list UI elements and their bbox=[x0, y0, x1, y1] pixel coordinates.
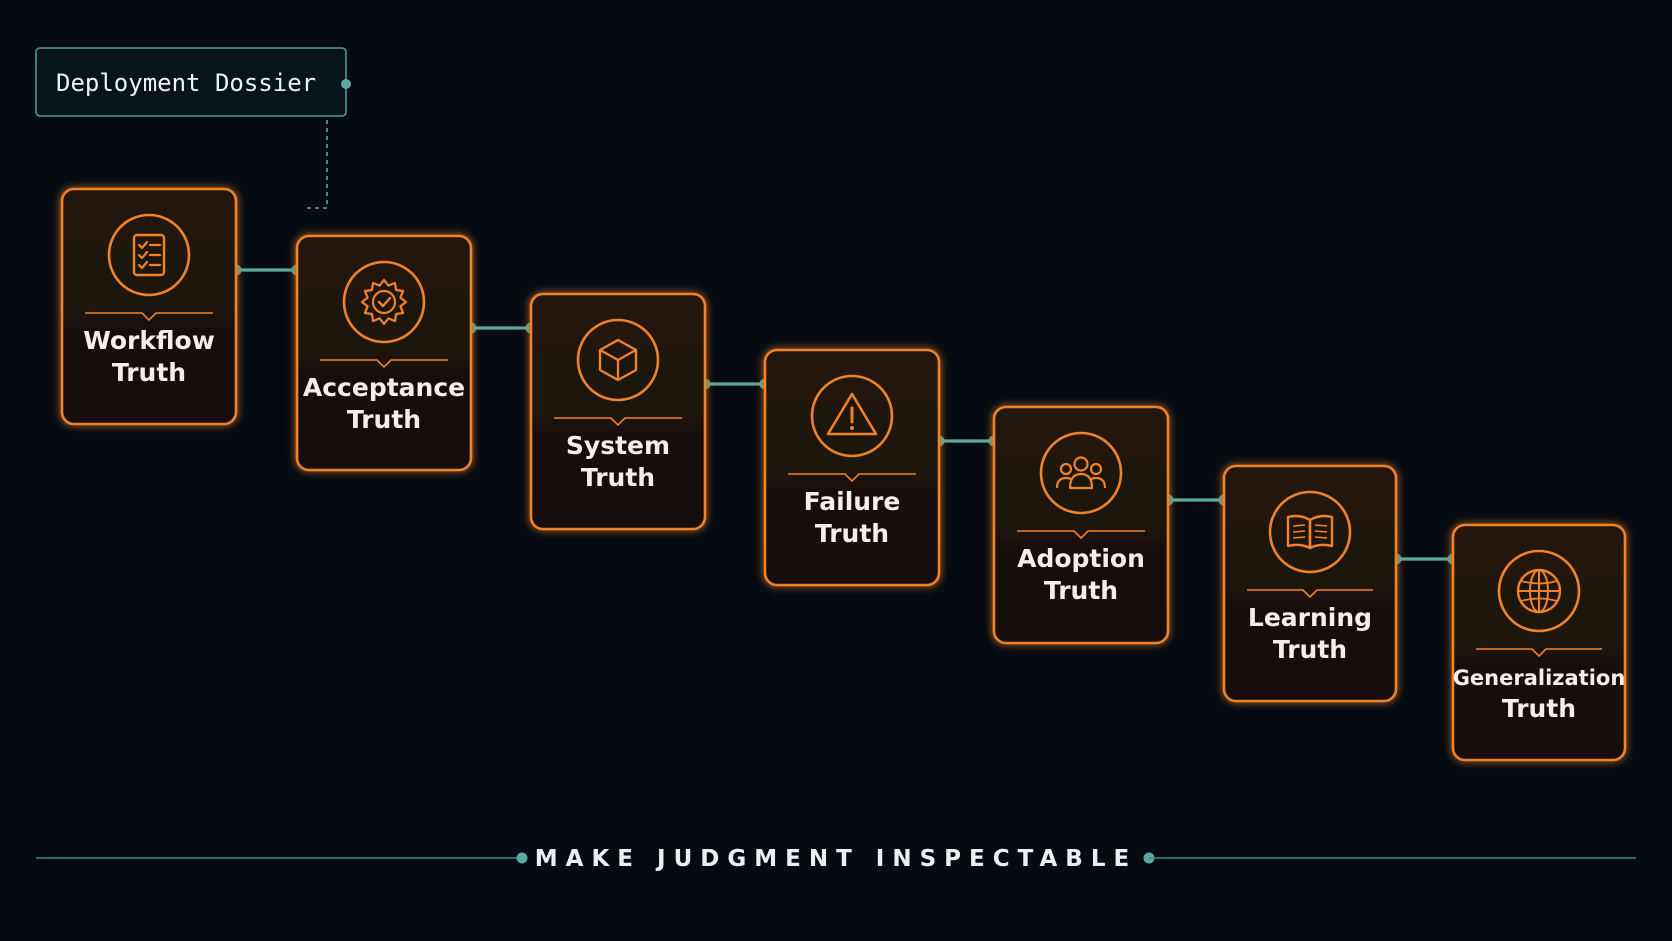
card-frame bbox=[295, 234, 473, 472]
card-divider bbox=[788, 473, 916, 483]
icon-ring bbox=[342, 260, 426, 344]
cube-icon bbox=[598, 338, 638, 382]
dossier-dashed-link bbox=[305, 120, 328, 209]
stage-title-line1: Failure bbox=[804, 487, 901, 516]
stage-connector bbox=[230, 264, 303, 276]
warning-icon bbox=[826, 392, 878, 436]
stage-title-line2: Truth bbox=[1502, 694, 1576, 723]
icon-ring bbox=[1268, 490, 1352, 574]
dossier-node bbox=[341, 79, 351, 89]
card-frame bbox=[1222, 464, 1398, 703]
icon-ring bbox=[107, 213, 191, 297]
stage-title-line2: Truth bbox=[347, 405, 421, 434]
deployment-dossier-box: Deployment Dossier bbox=[35, 47, 351, 209]
stage-title-line1: Workflow bbox=[83, 326, 215, 355]
icon-ring bbox=[1497, 549, 1581, 633]
card-divider bbox=[1247, 589, 1373, 599]
stage-connector bbox=[933, 435, 1000, 447]
stage-connector bbox=[1390, 553, 1459, 565]
card-frame bbox=[992, 405, 1170, 645]
stage-connector bbox=[699, 378, 771, 390]
icon-ring bbox=[576, 318, 660, 402]
card-divider bbox=[554, 417, 682, 427]
footer: MAKE JUDGMENT INSPECTABLE bbox=[36, 846, 1636, 872]
gear-check-icon bbox=[360, 278, 408, 326]
card-divider bbox=[320, 359, 448, 369]
card-divider bbox=[1017, 530, 1145, 540]
card-frame bbox=[763, 348, 941, 587]
stage-cards: WorkflowTruthAcceptanceTruthSystemTruthF… bbox=[60, 187, 1627, 762]
icon-ring bbox=[810, 374, 894, 458]
stage-title-line2: Truth bbox=[1273, 635, 1347, 664]
card-divider bbox=[1476, 648, 1602, 658]
icon-ring bbox=[1039, 431, 1123, 515]
stage-title-line2: Truth bbox=[1044, 576, 1118, 605]
stage-connector bbox=[465, 322, 537, 334]
tagline: MAKE JUDGMENT INSPECTABLE bbox=[535, 846, 1137, 872]
card-divider bbox=[85, 312, 213, 322]
stage-title-line1: System bbox=[566, 431, 670, 460]
people-icon bbox=[1055, 456, 1107, 490]
stage-title-line1: Acceptance bbox=[303, 373, 465, 402]
dossier-label: Deployment Dossier bbox=[56, 69, 316, 97]
card-frame bbox=[1451, 523, 1627, 762]
card-frame bbox=[60, 187, 238, 426]
checklist-icon bbox=[132, 233, 166, 277]
stage-title-line1: Learning bbox=[1248, 603, 1372, 632]
stage-title-line1: Adoption bbox=[1017, 544, 1145, 573]
stage-title-line2: Truth bbox=[815, 519, 889, 548]
globe-icon bbox=[1516, 568, 1562, 614]
stage-connector bbox=[1162, 494, 1230, 506]
card-frame bbox=[529, 292, 707, 531]
footer-node-left bbox=[516, 852, 528, 864]
book-icon bbox=[1286, 514, 1334, 550]
stage-title-line1: Generalization bbox=[1453, 666, 1626, 690]
stage-title-line2: Truth bbox=[581, 463, 655, 492]
stage-title-line2: Truth bbox=[112, 358, 186, 387]
